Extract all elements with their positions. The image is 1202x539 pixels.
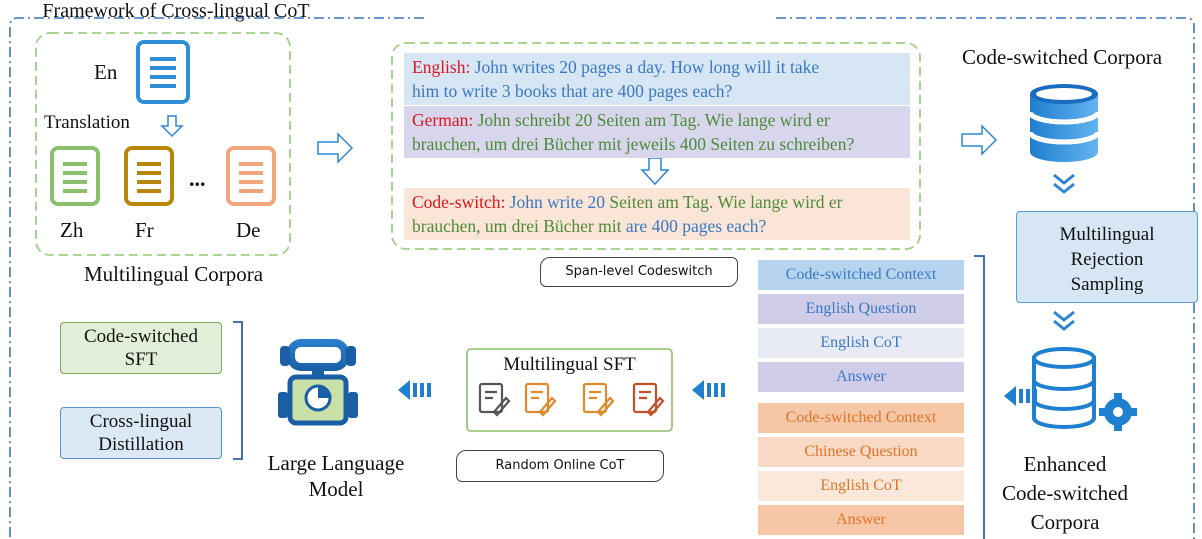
english-text-line1: John writes 20 pages a day. How long wil… <box>474 57 820 77</box>
german-example: German: John schreibt 20 Seiten am Tag. … <box>404 106 910 158</box>
codeswitch-seg4: are 400 pages each? <box>625 216 767 236</box>
double-chevron-down-icon <box>1053 173 1075 194</box>
code-switched-sft-box: Code-switched SFT <box>60 322 222 374</box>
enhanced-label-3: Corpora <box>1030 510 1100 534</box>
codeswitch-tag: Code-switch: <box>412 192 506 212</box>
rejection-sampling-label: Multilingual Rejection Sampling <box>1059 224 1155 295</box>
multilingual-sft-title: Multilingual SFT <box>503 354 636 375</box>
edit-document-icon <box>478 382 665 417</box>
code-switched-corpora-title: Code-switched Corpora <box>962 45 1163 69</box>
methods-bracket <box>233 321 243 460</box>
speed-arrow-icon <box>692 380 725 400</box>
codeswitch-example: Code-switch: John write 20 Seiten am Tag… <box>404 188 910 240</box>
enhanced-label-2: Code-switched <box>1002 481 1128 505</box>
double-chevron-down-icon <box>1053 310 1075 331</box>
codeswitch-seg2: Seiten am Tag. Wie lange wird er <box>609 192 843 212</box>
english-text-line2: him to write 3 books that are 400 pages … <box>412 81 733 101</box>
document-icon-fr <box>124 146 174 206</box>
distillation-label-2: Distillation <box>98 434 184 455</box>
robot-icon <box>278 339 358 426</box>
target-language-fr: Fr <box>135 218 154 242</box>
stack-row: Chinese Question <box>758 437 964 467</box>
multilingual-corpora-caption: Multilingual Corpora <box>84 262 264 286</box>
codeswitch-seg3: brauchen, um drei Bücher mit <box>412 216 622 236</box>
span-level-codeswitch-label: Span-level Codeswitch <box>540 257 738 287</box>
german-tag: German: <box>412 110 474 130</box>
stack-row: English CoT <box>758 471 964 501</box>
right-arrow-icon <box>317 132 354 164</box>
framework-title: Framework of Cross-lingual CoT <box>0 0 352 22</box>
target-language-de: De <box>236 218 261 242</box>
speed-arrow-icon <box>1004 386 1037 406</box>
framework-border <box>9 17 1195 539</box>
enhanced-label-1: Enhanced <box>1023 452 1107 476</box>
distillation-label-1: Cross-lingual <box>89 411 193 432</box>
database-gear-icon <box>1032 347 1137 431</box>
speed-arrow-icon <box>398 380 431 400</box>
stack-row: Code-switched Context <box>758 403 964 433</box>
stack-row: English CoT <box>758 328 964 358</box>
document-icon-en <box>136 40 190 104</box>
rejection-sampling-box: Multilingual Rejection Sampling <box>1016 211 1198 303</box>
database-icon <box>1027 84 1101 162</box>
ellipsis: ... <box>189 166 206 191</box>
german-text-line1: John schreibt 20 Seiten am Tag. Wie lang… <box>477 110 830 130</box>
stack-bracket <box>974 255 985 539</box>
llm-label-line1: Large Language <box>267 451 405 475</box>
examples-box <box>391 42 921 250</box>
llm-label-line2: Model <box>308 477 364 501</box>
stack-row: Answer <box>758 362 964 392</box>
stack-row: Code-switched Context <box>758 260 964 290</box>
stack-row: English Question <box>758 294 964 324</box>
target-language-zh: Zh <box>60 218 84 242</box>
english-example: English: John writes 20 pages a day. How… <box>404 53 910 105</box>
multilingual-sft-box <box>466 348 673 432</box>
stack-row: Answer <box>758 505 964 535</box>
random-online-cot-label: Random Online CoT <box>456 450 664 482</box>
german-text-line2: brauchen, um drei Bücher mit jeweils 400… <box>412 134 855 154</box>
code-switched-sft-label: Code-switched SFT <box>84 326 198 370</box>
codeswitch-seg1: John write 20 <box>509 192 605 212</box>
english-tag: English: <box>412 57 471 77</box>
source-language-label: En <box>94 60 118 84</box>
right-arrow-icon <box>961 124 998 156</box>
down-arrow-icon <box>640 157 670 186</box>
multilingual-corpora-box <box>35 32 291 256</box>
translation-label: Translation <box>44 112 130 133</box>
cross-lingual-distillation-box: Cross-lingual Distillation <box>60 407 222 459</box>
document-icon-zh <box>50 146 100 206</box>
document-icon-de <box>226 146 276 206</box>
translation-arrow-icon <box>160 115 184 138</box>
